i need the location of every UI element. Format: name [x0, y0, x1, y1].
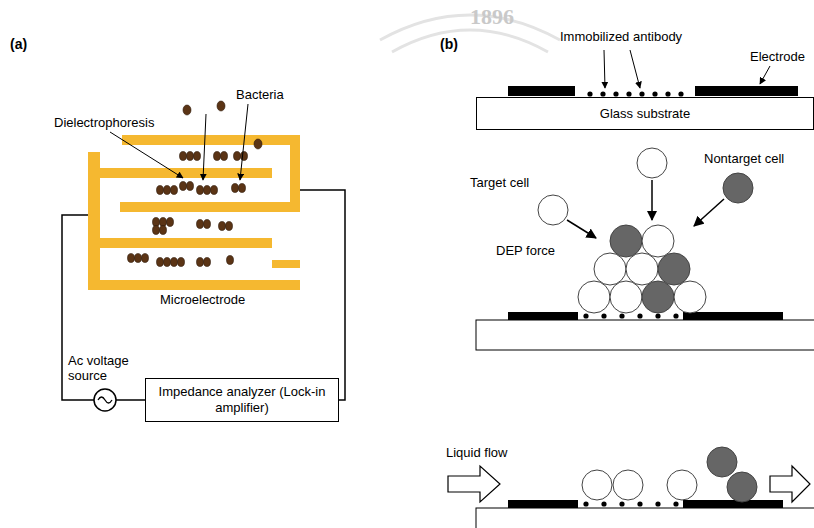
- glass-substrate: [476, 508, 814, 528]
- node-text: Glass substrate: [600, 106, 690, 122]
- callout-label: Liquid flow: [446, 446, 507, 461]
- cells: [538, 148, 753, 313]
- antibody: [583, 501, 678, 506]
- analyzer-box: Impedance analyzer (Lock-in amplifier): [145, 378, 339, 422]
- callout-label: Electrode: [750, 50, 805, 65]
- callout-label: Immobilized antibody: [560, 30, 682, 45]
- ac-source-symbol: [94, 389, 116, 411]
- callout-label: Nontarget cell: [704, 152, 784, 167]
- dep-arrow: [567, 180, 724, 238]
- panel-label: (b): [440, 36, 458, 52]
- callout-label: Ac voltage source: [68, 354, 140, 384]
- antibody: [583, 313, 678, 318]
- callout-label: Dielectrophoresis: [54, 116, 154, 131]
- leader-arrow: [604, 50, 770, 88]
- cells: [582, 447, 757, 502]
- node-text: Impedance analyzer (Lock-in amplifier): [157, 384, 327, 415]
- antibody: [587, 91, 683, 96]
- glass-substrate: Glass substrate: [476, 97, 814, 130]
- watermark: 1896: [470, 4, 514, 29]
- callout-label: DEP force: [496, 244, 555, 259]
- microelectrode: [88, 135, 300, 290]
- electrode: [508, 86, 798, 96]
- callout-label: Bacteria: [236, 88, 284, 103]
- panel-label: (a): [10, 36, 27, 52]
- glass-substrate: [476, 320, 814, 350]
- callout-label: Target cell: [470, 176, 529, 191]
- flow-arrow: [448, 466, 810, 502]
- circuit-wire: [62, 190, 345, 400]
- callout-label: Microelectrode: [160, 293, 245, 308]
- electrode: [508, 312, 783, 320]
